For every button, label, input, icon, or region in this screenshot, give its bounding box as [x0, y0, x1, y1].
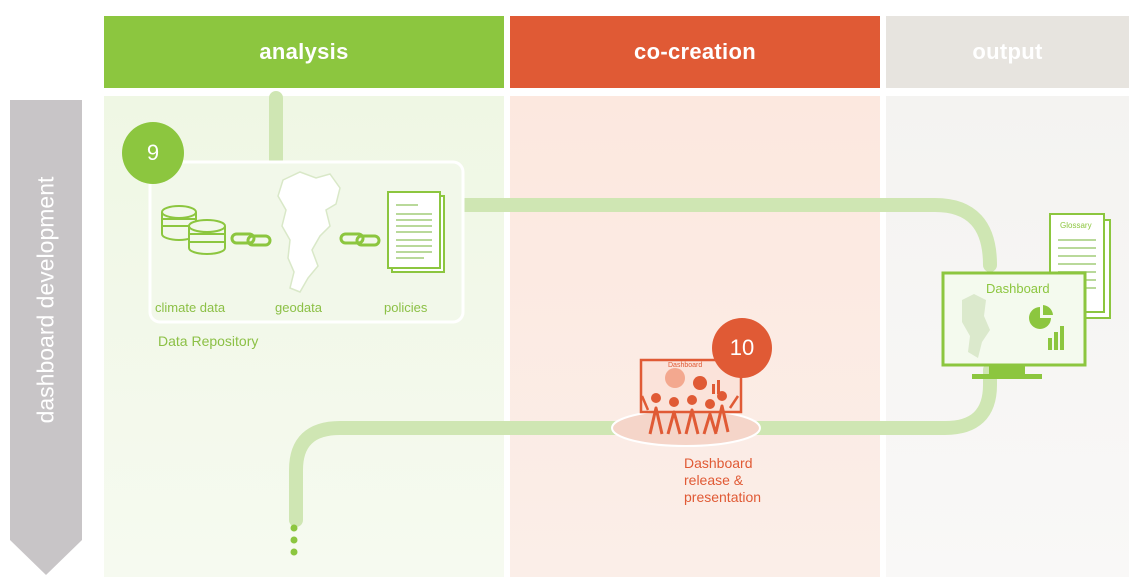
phase-label-co-creation: co-creation	[634, 39, 756, 64]
link-icon	[339, 232, 381, 247]
label-geodata: geodata	[275, 300, 322, 315]
glossary-label: Glossary	[1060, 221, 1092, 230]
side-arrow	[10, 100, 82, 575]
phase-header-analysis: analysis	[104, 16, 504, 88]
step-badge-9: 9	[122, 122, 184, 184]
phase-header-co-creation: co-creation	[510, 16, 880, 88]
audience-people-icon	[640, 391, 740, 435]
dashboard-screen-title: Dashboard	[986, 281, 1050, 296]
step-10-caption-line: Dashboard	[684, 455, 753, 471]
label-policies: policies	[384, 300, 428, 315]
step-10-caption: Dashboard release & presentation	[684, 455, 761, 506]
map-icon	[277, 171, 341, 293]
document-icon	[387, 191, 445, 273]
phase-label-output: output	[972, 39, 1043, 64]
data-repository-title: Data Repository	[158, 333, 259, 349]
dashboard-monitor-icon	[941, 271, 1087, 379]
label-climate-data: climate data	[155, 300, 226, 315]
co-creation-column	[510, 96, 880, 577]
phase-header-output: output	[886, 16, 1129, 88]
database-icon	[161, 205, 226, 255]
continuation-dots-icon	[290, 524, 298, 556]
step-10-caption-line: release &	[684, 472, 744, 488]
link-icon	[230, 232, 272, 247]
step-10-caption-line: presentation	[684, 489, 762, 505]
step-badge-10: 10	[712, 318, 772, 378]
step-number-9: 9	[146, 140, 160, 165]
phase-label-analysis: analysis	[259, 39, 349, 64]
step-number-10: 10	[729, 335, 755, 360]
presentation-screen-label: Dashboard	[668, 362, 703, 369]
side-label: dashboard development	[32, 176, 59, 424]
